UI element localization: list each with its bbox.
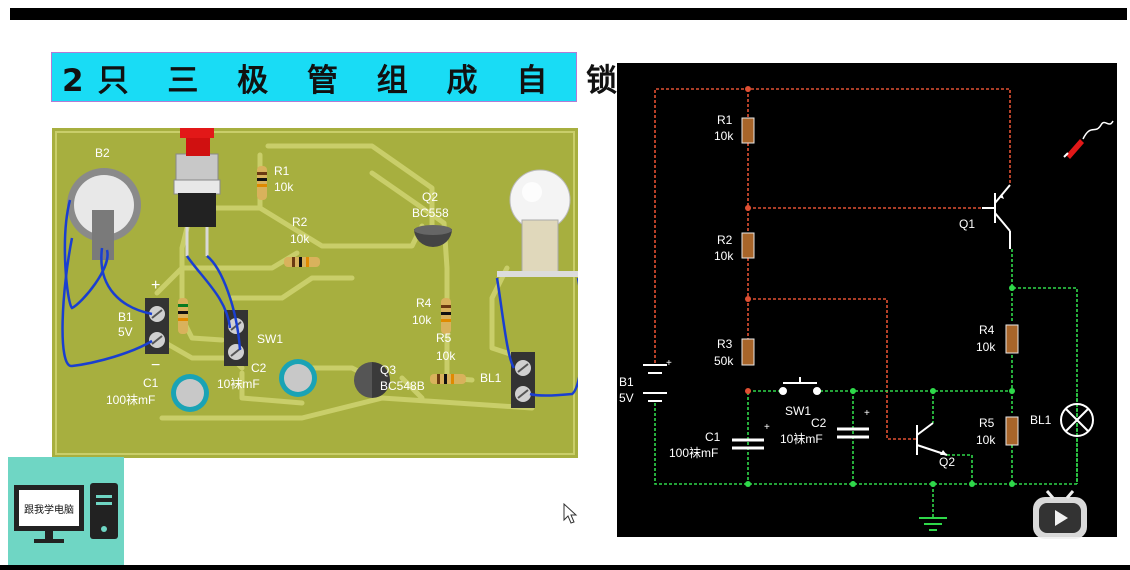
pcb-plus: +: [151, 277, 160, 294]
pcb-border: [55, 131, 575, 455]
sch-sw1-label: SW1: [785, 404, 811, 418]
pcb-q2-model: BC558: [412, 206, 449, 220]
pcb-c2-value: 10袜mF: [217, 377, 260, 391]
sch-b1: [643, 364, 667, 402]
pcb-r2-value: 10k: [290, 232, 310, 246]
r4-resistor: [441, 298, 451, 334]
sch-r2-value: 10k: [714, 249, 734, 263]
green-junctions: [745, 285, 1015, 487]
sch-r1-value: 10k: [714, 129, 734, 143]
sch-r4-label: R4: [979, 323, 995, 337]
sch-bl1-lamp: [1060, 403, 1094, 437]
logo-screen-text: 跟我学电脑: [24, 503, 74, 516]
ground-symbol: [919, 517, 947, 531]
title-banner: 2只 三 极 管 组 成 自 锁 电 路: [51, 52, 757, 102]
sch-sw1[interactable]: [779, 377, 821, 395]
sch-c2-value: 10袜mF: [780, 432, 823, 446]
sch-r3-label: R3: [717, 337, 733, 351]
cursor-icon: [563, 503, 578, 524]
pcb-b1-value: 5V: [118, 325, 133, 339]
pcb-r1-label: R1: [274, 164, 290, 178]
pcb-minus: −: [151, 357, 160, 374]
pcb-c1-label: C1: [143, 376, 159, 390]
computer-icon: 跟我学电脑: [14, 483, 118, 543]
pcb-q3-label: Q3: [380, 363, 396, 377]
pcb-r5-label: R5: [436, 331, 452, 345]
sch-r5: [1005, 416, 1019, 446]
sch-r1-label: R1: [717, 113, 733, 127]
sch-q1: [982, 184, 1011, 249]
sch-r1: [741, 117, 755, 144]
sch-q2-label: Q2: [939, 455, 955, 469]
pcb-c2-label: C2: [251, 361, 267, 375]
sch-c1-plus: +: [764, 422, 770, 433]
channel-logo: 跟我学电脑: [8, 457, 124, 565]
sch-c1-label: C1: [705, 430, 721, 444]
pcb-r5-value: 10k: [436, 349, 456, 363]
sch-r3: [741, 338, 755, 366]
schematic-view: R1 10k R2 10k R3 50k R4 10k R5 10k Q1 Q2…: [617, 63, 1117, 537]
blue-wires: [61, 199, 578, 397]
pcb-c1-value: 100袜mF: [106, 393, 155, 407]
pcb-view: B2 R1 10k R2 10k Q2 BC558 + − B1 5V SW1 …: [52, 128, 578, 458]
sch-r2: [741, 232, 755, 259]
sch-b1-value: 5V: [619, 391, 634, 405]
positive-net: [654, 88, 1011, 440]
probe-icon[interactable]: [1063, 120, 1114, 159]
sch-b1-label: B1: [619, 375, 634, 389]
pcb-r2-label: R2: [292, 215, 308, 229]
r1-resistor: [257, 166, 267, 200]
pcb-r4-label: R4: [416, 296, 432, 310]
top-black-bar: [10, 8, 1127, 20]
r5-resistor: [430, 374, 466, 384]
q3-transistor: [372, 362, 390, 398]
pcb-sw1-label: SW1: [257, 332, 283, 346]
play-icon[interactable]: [1031, 489, 1089, 541]
sch-c2-plus: +: [864, 408, 870, 419]
sch-q2: [916, 422, 948, 456]
red-button-cap[interactable]: [180, 128, 214, 138]
pcb-q2-label: Q2: [422, 190, 438, 204]
pcb-bl1-label: BL1: [480, 371, 502, 385]
sch-r5-value: 10k: [976, 433, 996, 447]
sch-bl1-label: BL1: [1030, 413, 1052, 427]
sch-q1-label: Q1: [959, 217, 975, 231]
sch-r5-label: R5: [979, 416, 995, 430]
sch-b1-plus: +: [666, 358, 672, 369]
pcb-q3-model: BC548B: [380, 379, 425, 393]
sch-c2-label: C2: [811, 416, 827, 430]
pcb-r4-value: 10k: [412, 313, 432, 327]
b2-label: B2: [95, 146, 110, 160]
sch-c1-value: 100袜mF: [669, 446, 718, 460]
red-junctions: [745, 86, 751, 394]
sch-r2-label: R2: [717, 233, 733, 247]
pcb-b1-label: B1: [118, 310, 133, 324]
sch-r3-value: 50k: [714, 354, 734, 368]
sch-r4: [1005, 324, 1019, 354]
pcb-r1-value: 10k: [274, 180, 294, 194]
sch-r4-value: 10k: [976, 340, 996, 354]
bottom-black-bar: [0, 565, 1130, 570]
r3-resistor: [178, 298, 188, 334]
